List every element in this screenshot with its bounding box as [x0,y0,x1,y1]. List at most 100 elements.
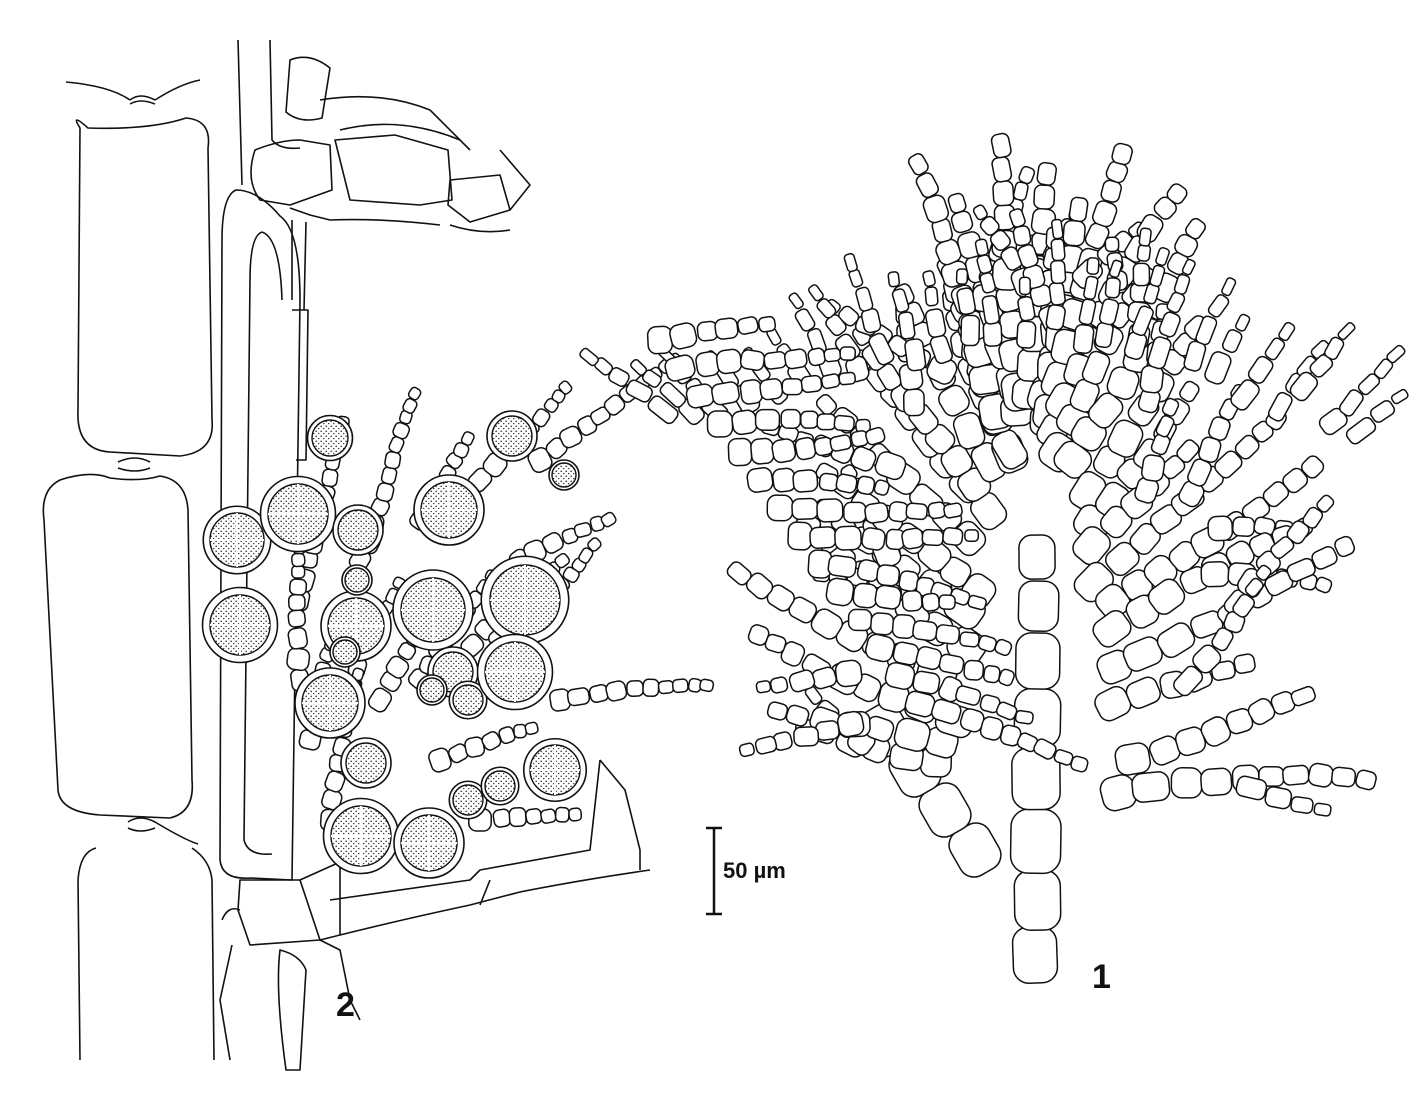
tetrasporangium [480,555,570,645]
branch-cell [769,676,789,694]
filament-cell [492,808,512,828]
filament-cell [324,770,346,793]
branch-cell [1233,653,1256,674]
branch-cell [1170,767,1203,799]
branch-cell [1173,665,1204,697]
branch-cell [739,349,766,372]
branch-cell [807,347,826,367]
tetrasporangium [202,505,272,575]
branch-tip-cell [887,271,901,288]
tetrasporangium [448,780,488,820]
tetrasporangium [329,636,361,668]
branch-tip-cell [1173,273,1191,295]
branch-tip-cell [579,347,599,367]
branch-cell [982,665,1001,684]
tetrasporangium [392,569,474,651]
branch-cell [964,529,980,542]
tetrasporangium [294,667,366,739]
branch-cell [901,527,925,550]
branch-cell [815,393,838,416]
branch-tip-cell [1048,281,1066,306]
branch-cell [915,172,940,199]
branch-tip-cell [1345,416,1377,445]
branch-tip-cell [1149,264,1166,288]
filament-cell [554,806,570,823]
filament-cell [554,552,570,569]
branch-cell [1008,208,1026,228]
branch-cell [893,717,931,753]
filament-cell [321,468,339,488]
branch-cell [736,316,759,335]
branch-cell [1282,764,1310,786]
branch-tip-cell [1049,259,1067,285]
branch-cell [972,204,988,221]
branch-cell [907,153,929,176]
branch-cell [664,354,696,382]
branch-cell [1033,184,1056,210]
branch-cell [800,374,823,394]
branch-cell [818,472,839,492]
branch-cell [876,564,901,587]
branch-tip-cell [1147,336,1172,370]
axial-cell-lower [77,847,215,1061]
tetrasporangium [476,633,554,711]
branch-cell [967,594,987,611]
branch-cell [781,378,803,396]
branch-tip-cell [924,308,947,338]
tetrasporangium [480,766,520,806]
branch-cell [991,156,1013,183]
branch-cell [864,502,889,524]
filament-cell [566,687,591,707]
branch-cell [754,408,781,431]
filament-cell [286,647,311,672]
branch-tip-cell [1207,294,1230,318]
branch-cell [1125,676,1161,709]
branch-cell [816,498,844,523]
branch-cell [1207,515,1234,542]
branch-tip-cell [1195,315,1218,346]
branch-tip-cell [956,287,976,316]
branch-cell [935,624,961,645]
branch-tip-cell [1050,218,1064,240]
branch-tip-cell [1386,344,1406,364]
branch-cell [1282,467,1309,494]
branch-tip-cell [1278,321,1296,342]
branch-cell [810,608,844,640]
branch-cell [1012,181,1029,201]
branch-tip-cell [1108,259,1123,279]
branch-cell [646,325,674,355]
branch-cell [963,659,985,681]
branch-cell [794,436,817,461]
branch-cell [1141,454,1166,482]
branch-tip-cell [974,238,989,257]
branch-tip-cell [794,308,816,332]
branch-cell [1132,262,1151,287]
branch-cell [905,502,928,521]
branch-tip-cell [1104,277,1121,299]
branch-cell [755,680,772,694]
branch-tip-cell [924,286,939,307]
branch-tip-cell [808,284,824,302]
branch-cell [788,669,816,693]
branch-cell [891,614,916,639]
branch-cell [685,383,715,409]
branch-cell [1314,576,1333,594]
branch-cell [1307,762,1334,788]
tetrasporangium [322,797,400,875]
branch-cell [836,710,865,738]
branch-cell [873,479,890,496]
filament-cell [460,431,475,446]
branch-tip-cell [1235,313,1251,332]
branch-cell [1214,450,1243,479]
branch-tip-cell [1017,295,1036,322]
branch-cell [1012,225,1032,247]
tetrasporangium [522,737,588,803]
branch-cell [1302,506,1324,529]
tetrasporangium [413,474,485,546]
branch-cell [1111,142,1133,166]
branch-cell [1311,546,1338,570]
branch-tip-cell [1158,311,1181,338]
branch-cell [847,608,873,632]
tetrasporangium [201,586,279,664]
